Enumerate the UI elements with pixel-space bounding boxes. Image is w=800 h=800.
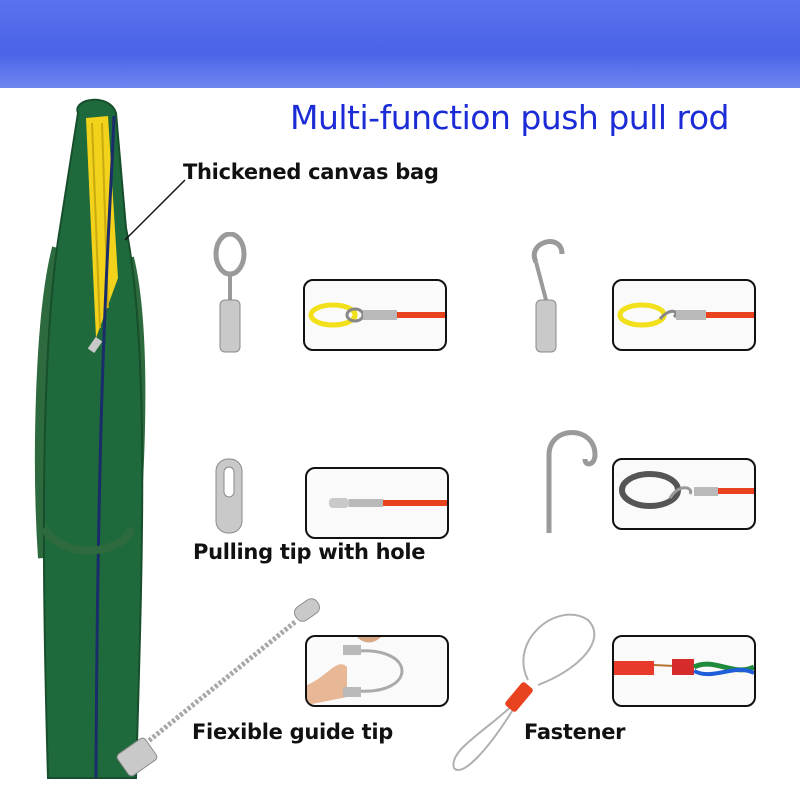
large-hook-image — [525, 425, 605, 540]
flexible-cable-image — [110, 598, 330, 783]
open-hook-image — [522, 232, 572, 360]
slotted-tip-image — [210, 457, 250, 537]
page-title: Multi-function push pull rod — [290, 98, 730, 137]
eye-hook-image — [205, 232, 255, 360]
detail-eye-hook — [303, 279, 447, 351]
canvas-bag-image — [34, 98, 146, 779]
label-guide-tip: Fiexible guide tip — [192, 720, 393, 744]
detail-slotted-tip — [305, 467, 449, 539]
detail-flexible-tip — [305, 635, 449, 707]
label-fastener: Fastener — [524, 720, 626, 744]
label-pulling-tip: Pulling tip with hole — [193, 540, 426, 564]
callout-line — [124, 179, 186, 241]
detail-fastener — [612, 635, 756, 707]
label-canvas-bag: Thickened canvas bag — [183, 160, 439, 184]
detail-large-hook — [612, 458, 756, 530]
detail-open-hook — [612, 279, 756, 351]
wire-loop-fastener-image — [448, 600, 598, 780]
top-banner — [0, 0, 800, 88]
